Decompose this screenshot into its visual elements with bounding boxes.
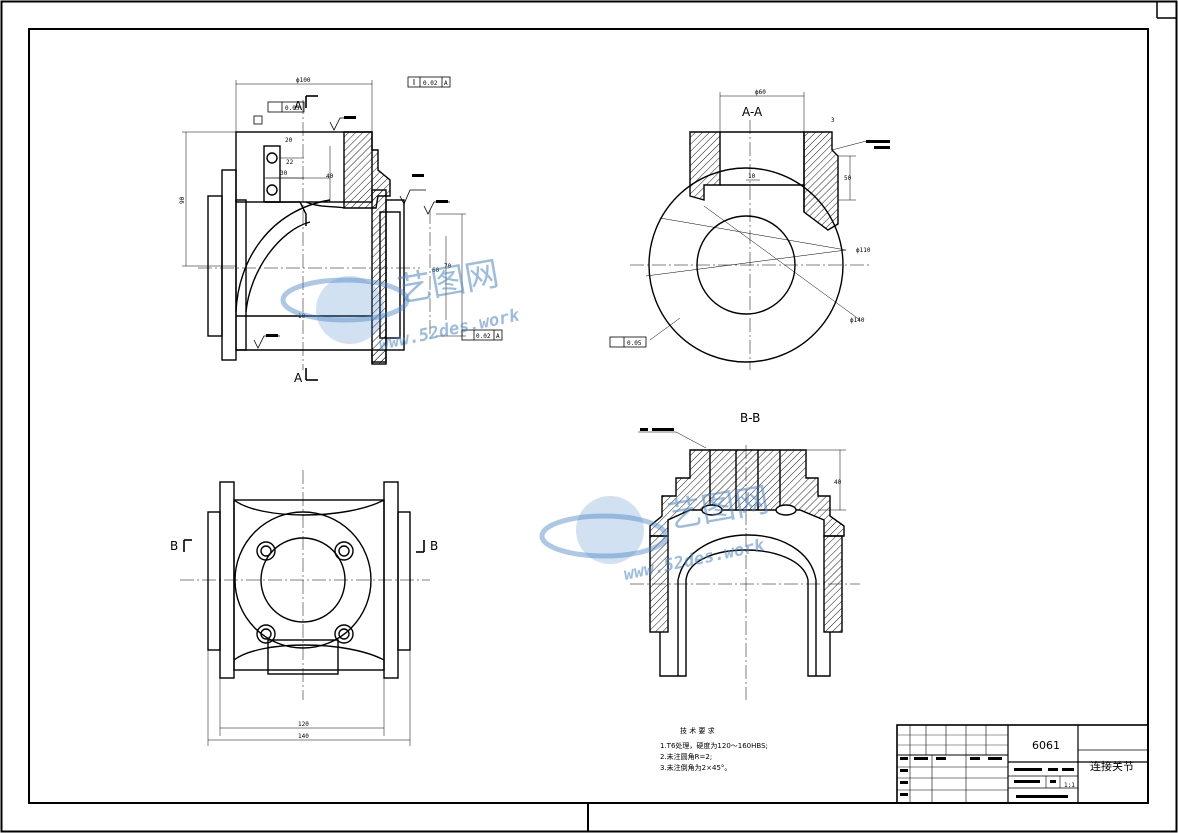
section-arrows-a [305,95,318,381]
section-aa-callout [866,140,890,149]
notes-title: 技 术 要 求 [680,726,715,735]
dim-50: 50 [844,175,852,182]
svg-text:0.05: 0.05 [627,340,642,347]
note-line-2: 2.未注圆角R=2; [660,752,712,761]
title-material: 6061 [1032,739,1060,752]
section-b-left: B [170,539,178,553]
dim-40b: 40 [834,479,842,486]
tolerance-flat2: 0.05 [609,336,647,348]
svg-text:0.02: 0.02 [476,333,491,340]
section-bb-view [649,449,845,677]
front-dimension-lines [182,80,466,337]
section-b-right: B [430,539,438,553]
bottom-dimension-lines [207,650,411,746]
front-centerlines [180,100,870,700]
dim-60: 60 [432,267,440,274]
svg-text:A: A [496,333,500,340]
section-bb-title: B-B [740,411,760,425]
title-part-name: 连接关节 [1090,759,1134,773]
dim-40: 40 [326,173,334,180]
bottom-view [207,481,411,679]
dim-d110: ϕ110 [856,247,871,254]
dim-d100: ϕ100 [296,77,311,84]
dim-10b: 10 [748,173,756,180]
dim-d60: ϕ60 [755,89,766,96]
dim-90: 90 [179,196,186,204]
tolerance-flat1: 0.05 [253,101,305,125]
note-line-1: 1.T6处理，硬度为120～160HBS; [660,741,768,750]
tolerance-parallel: 0.02 A [461,329,503,341]
svg-text:A: A [444,80,448,87]
section-aa-title: A-A [742,105,763,119]
svg-text:www.52des.work: www.52des.work [622,535,767,585]
title-block-marks [900,757,1074,798]
section-a-top: A [294,99,303,113]
section-arrows-b [183,539,425,553]
tolerance-perp: 0.02 A [407,76,451,88]
title-block [896,724,1149,804]
dim-22: 22 [286,159,294,166]
section-aa-dimension-lines [645,92,871,341]
title-scale: 1:1 [1064,782,1075,789]
dim-10: 10 [298,313,306,320]
dim-140: 140 [298,733,309,740]
section-bb-callout [640,428,674,431]
section-a-bottom: A [294,371,303,385]
dim-3: 3 [831,117,835,124]
inner-border [28,28,1149,804]
svg-text:0.05: 0.05 [285,105,300,112]
front-view [207,131,405,365]
dim-20: 20 [285,137,293,144]
dim-120: 120 [298,721,309,728]
dim-30: 30 [280,170,288,177]
section-bb-dimension-lines [638,431,846,511]
roughness-values [266,116,448,337]
svg-text:0.02: 0.02 [423,80,438,87]
section-aa-view [648,131,844,363]
dim-d140: ϕ140 [850,317,865,324]
svg-text:艺图网: 艺图网 [395,254,502,311]
note-line-3: 3.未注倒角为2×45°。 [660,763,731,772]
dim-70: 70 [444,263,452,270]
